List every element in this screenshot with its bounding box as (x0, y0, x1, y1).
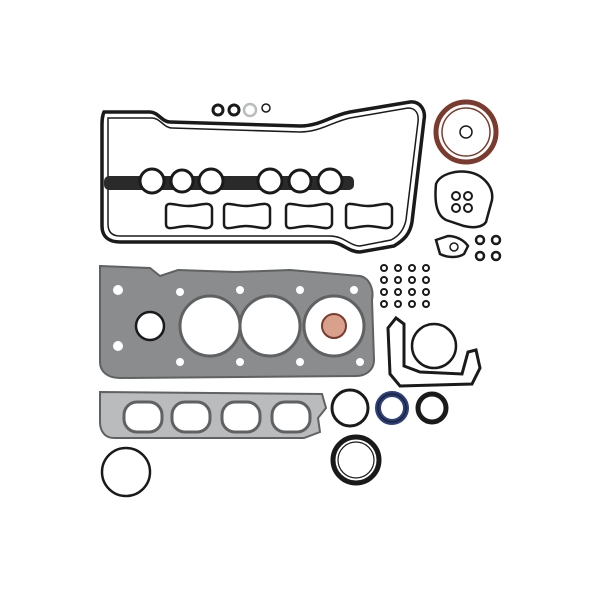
cylinder-head-gasket (99, 264, 376, 380)
oil-pan-o-ring (100, 446, 152, 498)
timing-cover-gasket (386, 315, 482, 388)
rear-main-seal (433, 99, 499, 165)
oil-pump-gasket (434, 170, 494, 229)
exhaust-manifold-gasket (99, 390, 328, 439)
valve-stem-seals (380, 264, 430, 308)
small-o-rings-right (474, 234, 502, 262)
valve-cover-gasket (100, 100, 427, 254)
front-crank-seal (330, 434, 382, 486)
flange-gasket (434, 234, 470, 259)
small-top-seals (211, 102, 271, 118)
spark-plug-tube-seals (104, 167, 354, 195)
lower-right-seals (330, 388, 449, 428)
intake-gaskets (164, 202, 394, 230)
